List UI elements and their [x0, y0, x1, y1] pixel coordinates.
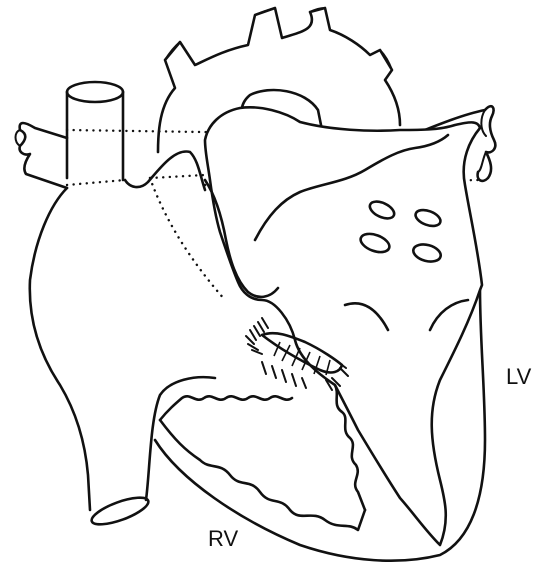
- lv-label: LV: [506, 364, 532, 389]
- pulmonary-veins-left: [16, 123, 68, 188]
- superior-vena-cava: [67, 82, 123, 180]
- left-heart: [205, 107, 482, 545]
- right-atrium-outline: [30, 151, 205, 510]
- rv-label: RV: [208, 526, 238, 551]
